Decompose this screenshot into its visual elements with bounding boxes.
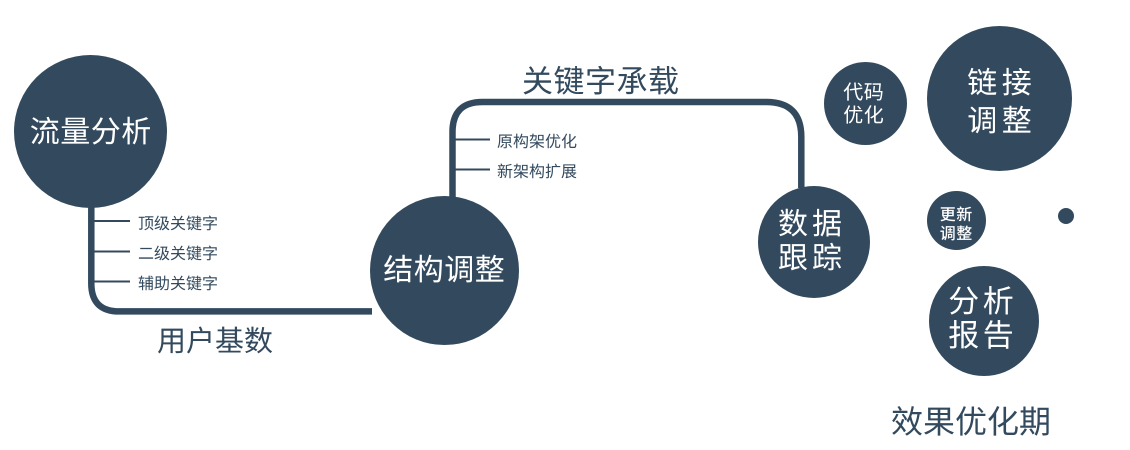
node-link-adjustment-label-line1: 链接 bbox=[967, 57, 1037, 102]
connector-structure-to-tracking bbox=[449, 98, 805, 200]
node-update-adjustment-label-line1: 更新 bbox=[939, 201, 973, 225]
branch-label-second-keyword: 二级关键字 bbox=[138, 239, 219, 264]
node-code-optimization: 代码 优化 bbox=[824, 61, 907, 145]
node-analysis-report-label-line1: 分析 bbox=[948, 276, 1018, 321]
branch-label-new-architecture: 新架构扩展 bbox=[497, 157, 578, 182]
node-structure-adjustment: 结构调整 bbox=[369, 195, 519, 345]
node-link-adjustment: 链接 调整 bbox=[927, 26, 1072, 171]
node-data-tracking-label-line1: 数据 bbox=[778, 199, 846, 243]
node-code-optimization-label-line1: 代码 bbox=[843, 75, 885, 105]
node-structure-adjustment-label: 结构调整 bbox=[383, 245, 506, 289]
node-analysis-report: 分析 报告 bbox=[929, 266, 1039, 376]
node-code-optimization-label-line2: 优化 bbox=[843, 99, 885, 128]
node-traffic-analysis-label: 流量分析 bbox=[29, 107, 152, 151]
caption-keyword-load: 关键字承载 bbox=[522, 56, 680, 101]
branch-label-aux-keyword: 辅助关键字 bbox=[138, 269, 219, 294]
branch-label-orig-architecture: 原构架优化 bbox=[497, 127, 578, 152]
node-data-tracking-label-line2: 跟踪 bbox=[778, 233, 846, 277]
node-analysis-report-label-line2: 报告 bbox=[948, 310, 1018, 355]
node-data-tracking: 数据 跟踪 bbox=[758, 185, 870, 298]
accent-dot bbox=[1057, 208, 1074, 225]
branch-ticks bbox=[91, 138, 490, 283]
caption-effect-phase: 效果优化期 bbox=[891, 397, 1052, 443]
branch-label-top-keyword: 顶级关键字 bbox=[138, 209, 219, 234]
node-update-adjustment-label-line2: 调整 bbox=[939, 220, 973, 244]
node-traffic-analysis: 流量分析 bbox=[14, 55, 167, 208]
node-update-adjustment: 更新 调整 bbox=[926, 191, 986, 250]
caption-user-base: 用户基数 bbox=[157, 318, 274, 360]
connector-traffic-to-structure bbox=[88, 200, 372, 315]
node-link-adjustment-label-line2: 调整 bbox=[967, 95, 1037, 140]
